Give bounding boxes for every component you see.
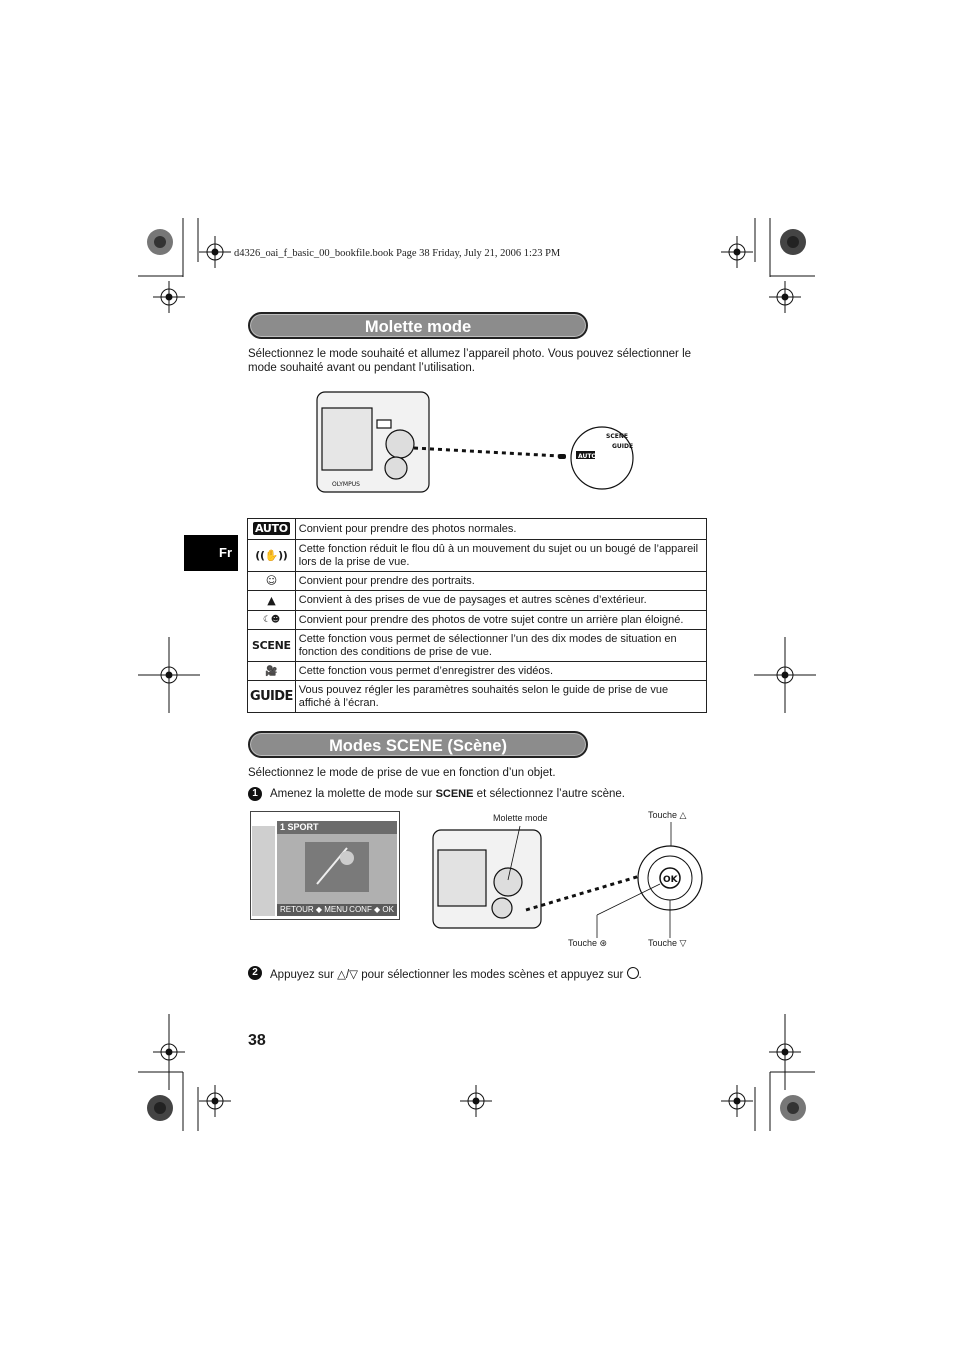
step-2-before: Appuyez sur — [270, 969, 334, 981]
table-row: ☾☻ Convient pour prendre des photos de v… — [247, 610, 708, 630]
mode-dial-intro: Sélectionnez le mode souhaité et allumez… — [248, 348, 692, 374]
step-1-after: et sélectionnez l’autre scène. — [476, 788, 625, 800]
camera-mode-dial-illustration: OLYMPUS AUTO SCENE GUIDE — [316, 391, 634, 493]
portrait-icon: ☺ — [265, 574, 277, 588]
down-key-callout: Touche ▽ — [648, 938, 687, 948]
lcd-footer-back: RETOUR ◆ MENU — [280, 905, 348, 914]
step-2-number: 2 — [248, 966, 262, 980]
file-info-line: d4326_oai_f_basic_00_bookfile.book Page … — [234, 248, 561, 259]
mode-description: Convient pour prendre des photos normale… — [294, 518, 708, 540]
table-row: 🎥 Cette fonction vous permet d’enregistr… — [247, 661, 708, 681]
lcd-header: 1 SPORT — [277, 821, 397, 834]
mode-description: Convient pour prendre des portraits. — [294, 571, 708, 591]
step-2-after: pour sélectionner les modes scènes et ap… — [361, 969, 624, 981]
table-row: ☺ Convient pour prendre des portraits. — [247, 571, 708, 591]
dial-label-auto: AUTO — [578, 453, 597, 460]
mode-dial-callout: Molette mode — [493, 813, 548, 823]
ok-circle-icon — [626, 967, 639, 979]
table-row: AUTO Convient pour prendre des photos no… — [247, 518, 708, 540]
modes-table: AUTO Convient pour prendre des photos no… — [247, 518, 708, 713]
table-row: ▲ Convient à des prises de vue de paysag… — [247, 590, 708, 611]
anti-shake-icon: ((✋)) — [255, 548, 288, 562]
lcd-footer-confirm: CONF ◆ OK — [349, 905, 394, 914]
step-2-text: Appuyez sur △/▽ pour sélectionner les mo… — [270, 967, 720, 983]
lcd-footer: RETOUR ◆ MENU CONF ◆ OK — [277, 904, 397, 916]
language-tab: Fr — [184, 535, 238, 571]
step-1-text: Amenez la molette de mode sur SCENE et s… — [270, 788, 710, 802]
section-title-scene-modes: Modes SCENE (Scène) — [248, 731, 588, 758]
table-row: ((✋)) Cette fonction réduit le flou dû à… — [247, 539, 708, 572]
dial-label-guide: GUIDE — [612, 443, 633, 450]
movie-icon: 🎥 — [265, 665, 278, 677]
guide-mode-icon: GUIDE — [250, 688, 293, 704]
auto-mode-icon: AUTO — [252, 522, 290, 536]
mode-description: Convient à des prises de vue de paysages… — [294, 590, 708, 611]
ok-key-callout: Touche ⊛ — [568, 938, 608, 948]
scene-list-sidebar — [252, 826, 275, 916]
scene-intro: Sélectionnez le mode de prise de vue en … — [248, 767, 556, 779]
camera-control-pad-illustration: OK — [432, 822, 703, 938]
mode-description: Cette fonction vous permet d’enregistrer… — [294, 661, 708, 681]
camera-brand: OLYMPUS — [332, 481, 360, 488]
step-1-before: Amenez la molette de mode sur — [270, 788, 433, 800]
lcd-screen-illustration: 1 SPORT RETOUR ◆ MENU CONF ◆ OK — [250, 811, 400, 920]
scene-mode-icon: SCENE — [252, 638, 291, 652]
dial-label-scene: SCENE — [606, 433, 628, 440]
mode-description: Cette fonction réduit le flou dû à un mo… — [294, 539, 708, 572]
scene-mode-icon: SCENE — [435, 788, 474, 800]
section-title-mode-dial: Molette mode — [248, 312, 588, 339]
up-key-callout: Touche △ — [648, 810, 687, 820]
up-down-arrows-icon: △/▽ — [337, 969, 359, 981]
mode-description: Vous pouvez régler les paramètres souhai… — [294, 680, 708, 713]
landscape-icon: ▲ — [267, 593, 276, 607]
mode-description: Cette fonction vous permet de sélectionn… — [294, 629, 708, 662]
step-1-number: 1 — [248, 787, 262, 801]
night-portrait-icon: ☾☻ — [262, 615, 280, 625]
step-2-end: . — [638, 969, 642, 981]
ok-button-label: OK — [663, 875, 679, 885]
scene-preview-image — [277, 834, 397, 904]
page-number: 38 — [248, 1032, 266, 1049]
mode-description: Convient pour prendre des photos de votr… — [294, 610, 708, 630]
table-row: SCENE Cette fonction vous permet de séle… — [247, 629, 708, 662]
table-row: GUIDE Vous pouvez régler les paramètres … — [247, 680, 708, 713]
